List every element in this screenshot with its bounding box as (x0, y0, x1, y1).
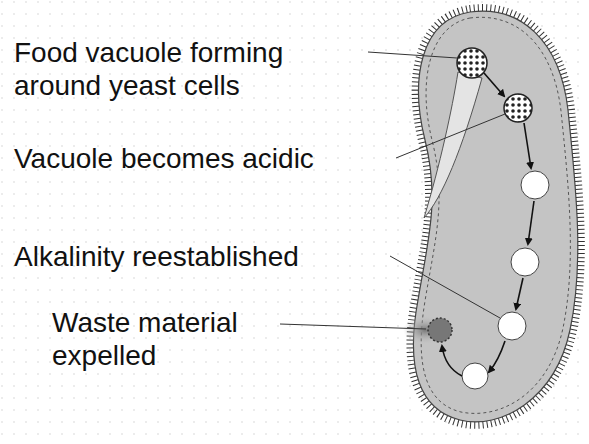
vacuole (462, 363, 488, 389)
leader-lines (280, 52, 505, 329)
cilia (413, 11, 577, 422)
alkaline-vacuole (498, 312, 526, 340)
cell-body (413, 11, 577, 422)
acidic-vacuole (504, 94, 532, 122)
waste-vacuole (428, 318, 452, 342)
pellicle (421, 17, 570, 413)
vacuole (521, 171, 549, 199)
callout-label: Alkalinity reestablished (14, 240, 299, 273)
movement-arrows (442, 73, 534, 376)
callout-label: Food vacuole forming around yeast cells (14, 36, 366, 102)
vacuole (511, 248, 539, 276)
food-vacuole (457, 48, 487, 78)
callout-label: Waste material expelled (52, 306, 278, 372)
callout-label: Vacuole becomes acidic (14, 142, 314, 175)
oral-groove (424, 72, 482, 218)
